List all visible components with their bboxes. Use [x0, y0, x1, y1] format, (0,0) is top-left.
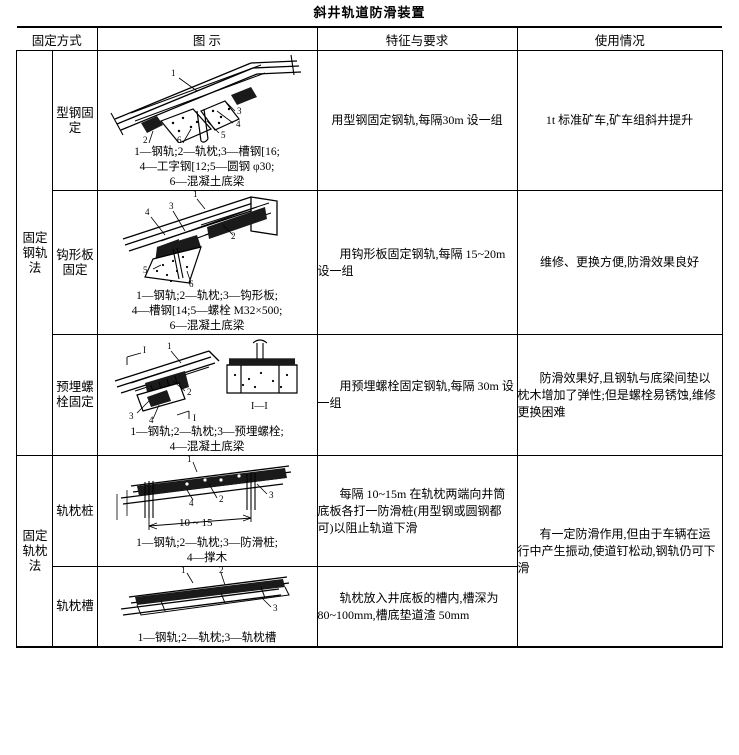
figure-cell-section-steel: 1 2 3 4 5 6 1—钢轨;2—轨枕;3—槽钢[16; 4—工字钢[12;…: [96, 50, 318, 191]
diagram-sleeper-pile: 10 ~ 15 1: [98, 456, 317, 534]
usage-section-steel: 1t 标准矿车,矿车组斜井提升: [516, 50, 723, 191]
sub-label-embedded-bolt: 预埋螺栓固定: [52, 334, 98, 456]
sub-label-section-steel: 型钢固定: [52, 50, 98, 191]
figure-label-2: 2: [187, 387, 192, 397]
feature-sleeper-pile: 每隔 10~15m 在轨枕两端向井筒底板各打一防滑桩(用型钢或圆钢都可)以阻止轨…: [316, 455, 518, 567]
figure-caption: 1—钢轨;2—轨枕;3—轨枕槽: [98, 631, 317, 646]
figure-label-3: 3: [129, 411, 134, 421]
figure-label-2: 2: [143, 135, 148, 143]
caption-line: 4—撑木: [186, 552, 228, 564]
diagram-embedded-bolt: I I 1 2 3 4: [98, 335, 317, 423]
figure-caption: 1—钢轨;2—轨枕;3—防滑桩; 4—撑木: [98, 536, 317, 566]
figure-label-6: 6: [177, 135, 182, 143]
figure-label-1: 1: [181, 567, 186, 575]
figure-label-1: 1: [193, 191, 198, 199]
figure-label-5: 5: [143, 265, 148, 275]
table-row: 预埋螺栓固定: [17, 334, 723, 456]
table-row: 钩形板固定: [17, 190, 723, 335]
figure-label-2: 2: [231, 231, 236, 241]
table-row: 固定轨枕法 轨枕桩: [16, 455, 723, 648]
caption-line: 1—钢轨;2—轨枕;3—预埋螺栓;: [130, 426, 284, 438]
caption-line: 4—工字钢[12;5—圆钢 φ30;: [139, 161, 275, 173]
header-figure: 图 示: [96, 26, 318, 51]
diagram-section-steel: 1 2 3 4 5 6: [98, 51, 317, 143]
figure-label-1: 1: [187, 456, 192, 464]
figure-cell-embedded-bolt: I I 1 2 3 4: [96, 334, 318, 456]
sub-label-sleeper-pile: 轨枕桩: [52, 455, 98, 567]
caption-line: 1—钢轨;2—轨枕;3—槽钢[16;: [134, 146, 280, 158]
spec-table: 固定方式 图 示 特征与要求 使用情况 固定钢轨法 型钢固定: [16, 26, 723, 648]
header-usage: 使用情况: [516, 26, 722, 51]
page-title: 斜井轨道防滑装置: [313, 5, 426, 20]
caption-line: 1—钢轨;2—轨枕;3—防滑桩;: [136, 537, 278, 549]
sub-label-sleeper-groove: 轨枕槽: [52, 566, 98, 648]
table-row: 轨枕槽: [17, 566, 722, 648]
section-label: I—I: [251, 401, 268, 412]
figure-label-3: 3: [269, 490, 274, 500]
figure-cell-sleeper-pile: 10 ~ 15 1: [96, 455, 318, 567]
figure-label-4: 4: [145, 207, 150, 217]
figure-label-3: 3: [169, 201, 174, 211]
header-method: 固定方式: [16, 26, 98, 51]
section-marker-top: I: [143, 345, 146, 355]
figure-label-1: 1: [167, 341, 172, 351]
diagram-sleeper-groove: 1 2 3: [98, 567, 317, 629]
figure-label-1: 1: [171, 68, 176, 78]
table-row: 固定钢轨法 型钢固定: [16, 50, 723, 456]
sub-label-hook-plate: 钩形板固定: [52, 190, 98, 335]
figure-caption: 1—钢轨;2—轨枕;3—槽钢[16; 4—工字钢[12;5—圆钢 φ30; 6—…: [98, 145, 317, 190]
group-label-fix-sleeper: 固定轨枕法: [16, 455, 54, 648]
figure-label-2: 2: [219, 567, 224, 575]
figure-label-4: 4: [189, 498, 194, 508]
figure-label-3: 3: [237, 106, 242, 116]
header-feature: 特征与要求: [316, 26, 518, 51]
feature-hook-plate: 用钩形板固定钢轨,每隔 15~20m 设一组: [316, 190, 518, 335]
figure-label-3: 3: [273, 603, 278, 613]
caption-line: 1—钢轨;2—轨枕;3—轨枕槽: [137, 632, 277, 644]
feature-embedded-bolt: 用预埋螺栓固定钢轨,每隔 30m 设一组: [316, 334, 518, 456]
figure-caption: 1—钢轨;2—轨枕;3—钩形板; 4—槽钢[14;5—螺栓 M32×500; 6…: [98, 289, 317, 334]
group-label-fix-rail: 固定钢轨法: [16, 50, 54, 456]
feature-sleeper-groove: 轨枕放入井底板的槽内,槽深为80~100mm,槽底垫道渣 50mm: [316, 566, 518, 648]
figure-label-4: 4: [236, 119, 241, 129]
figure-label-5: 5: [221, 130, 226, 140]
feature-section-steel: 用型钢固定钢轨,每隔30m 设一组: [316, 50, 518, 191]
dimension-label: 10 ~ 15: [179, 517, 213, 529]
usage-hook-plate: 维修、更换方便,防滑效果良好: [516, 190, 723, 335]
figure-label-6: 6: [189, 279, 194, 287]
figure-cell-hook-plate: 1 2 3 4 5 6 1—钢轨;2—轨枕;3—钩形板; 4—槽钢[14;5—螺…: [96, 190, 318, 335]
caption-line: 4—混凝土底梁: [169, 441, 245, 453]
table-header-row: 固定方式 图 示 特征与要求 使用情况: [16, 26, 722, 51]
caption-line: 6—混凝土底梁: [169, 176, 245, 188]
figure-caption: 1—钢轨;2—轨枕;3—预埋螺栓; 4—混凝土底梁: [98, 425, 317, 455]
caption-line: 6—混凝土底梁: [169, 320, 245, 332]
section-marker-bottom: I: [193, 413, 196, 423]
figure-cell-sleeper-groove: 1 2 3 1—钢轨;2—轨枕;3—轨枕槽: [96, 566, 318, 648]
figure-label-2: 2: [219, 494, 224, 504]
usage-embedded-bolt: 防滑效果好,且钢轨与底梁间垫以枕木增加了弹性;但是螺栓易锈蚀,维修更换困难: [516, 334, 723, 456]
usage-fix-sleeper: 有一定防滑作用,但由于车辆在运行中产生振动,使道钉松动,钢轨仍可下滑: [516, 455, 723, 648]
diagram-hook-plate: 1 2 3 4 5 6: [98, 191, 317, 287]
caption-line: 1—钢轨;2—轨枕;3—钩形板;: [136, 290, 278, 302]
figure-label-4: 4: [149, 415, 154, 423]
caption-line: 4—槽钢[14;5—螺栓 M32×500;: [131, 305, 283, 317]
